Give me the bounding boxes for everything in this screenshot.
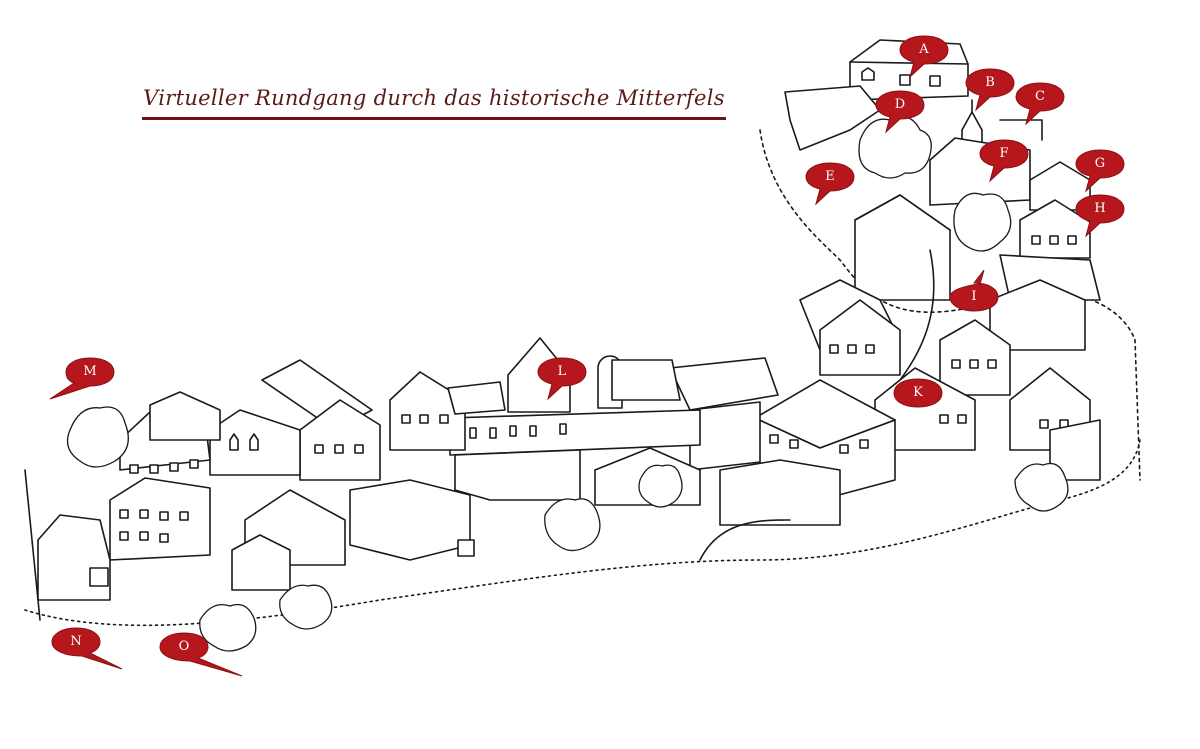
marker-d[interactable]: D	[875, 88, 925, 134]
marker-pin-icon	[51, 627, 123, 670]
house-far-west	[37, 514, 111, 601]
house-block-e	[854, 194, 951, 301]
marker-o[interactable]: O	[159, 630, 243, 677]
street-lines	[24, 249, 935, 621]
marker-e[interactable]: E	[805, 160, 855, 206]
castle-wall	[784, 85, 881, 151]
title-underline	[142, 117, 726, 120]
house-mid-tall	[389, 371, 466, 451]
house-small-roof	[447, 381, 506, 415]
marker-pin-icon	[949, 269, 999, 312]
marker-pin-icon	[899, 35, 949, 79]
marker-pin-icon	[1075, 149, 1125, 193]
marker-i[interactable]: I	[949, 269, 999, 314]
marker-f[interactable]: F	[979, 137, 1029, 183]
marker-pin-icon	[805, 162, 855, 206]
tree-clumps	[66, 116, 1069, 652]
marker-pin-icon	[159, 632, 243, 677]
house-central-long	[669, 357, 779, 411]
map-title: Virtueller Rundgang durch das historisch…	[143, 86, 725, 110]
marker-n[interactable]: N	[51, 625, 123, 670]
house-long-row	[449, 409, 701, 456]
marker-l[interactable]: L	[537, 355, 587, 401]
marker-pin-icon	[537, 357, 587, 401]
house-long-lower	[454, 449, 581, 501]
house-central-right	[689, 401, 761, 471]
marker-pin-icon	[875, 90, 925, 134]
marker-c[interactable]: C	[1015, 80, 1065, 126]
house-g	[1029, 161, 1091, 211]
marker-pin-icon	[979, 139, 1029, 183]
marker-pin-icon	[1015, 82, 1065, 126]
marker-m[interactable]: M	[49, 355, 115, 400]
house-west-lower2	[231, 534, 291, 591]
marker-pin-icon	[1075, 194, 1125, 238]
house-front-block	[719, 459, 841, 526]
house-west-front	[349, 479, 471, 561]
marker-pin-icon	[49, 357, 115, 400]
marker-h[interactable]: H	[1075, 192, 1125, 238]
house-l-right	[611, 359, 681, 401]
marker-a[interactable]: A	[899, 33, 949, 79]
house-i-center	[819, 299, 901, 376]
marker-k[interactable]: K	[893, 376, 943, 410]
marker-pin-icon	[965, 68, 1015, 112]
marker-g[interactable]: G	[1075, 147, 1125, 193]
marker-b[interactable]: B	[965, 66, 1015, 112]
house-m-roof	[149, 391, 221, 441]
marker-pin-icon	[893, 378, 943, 408]
